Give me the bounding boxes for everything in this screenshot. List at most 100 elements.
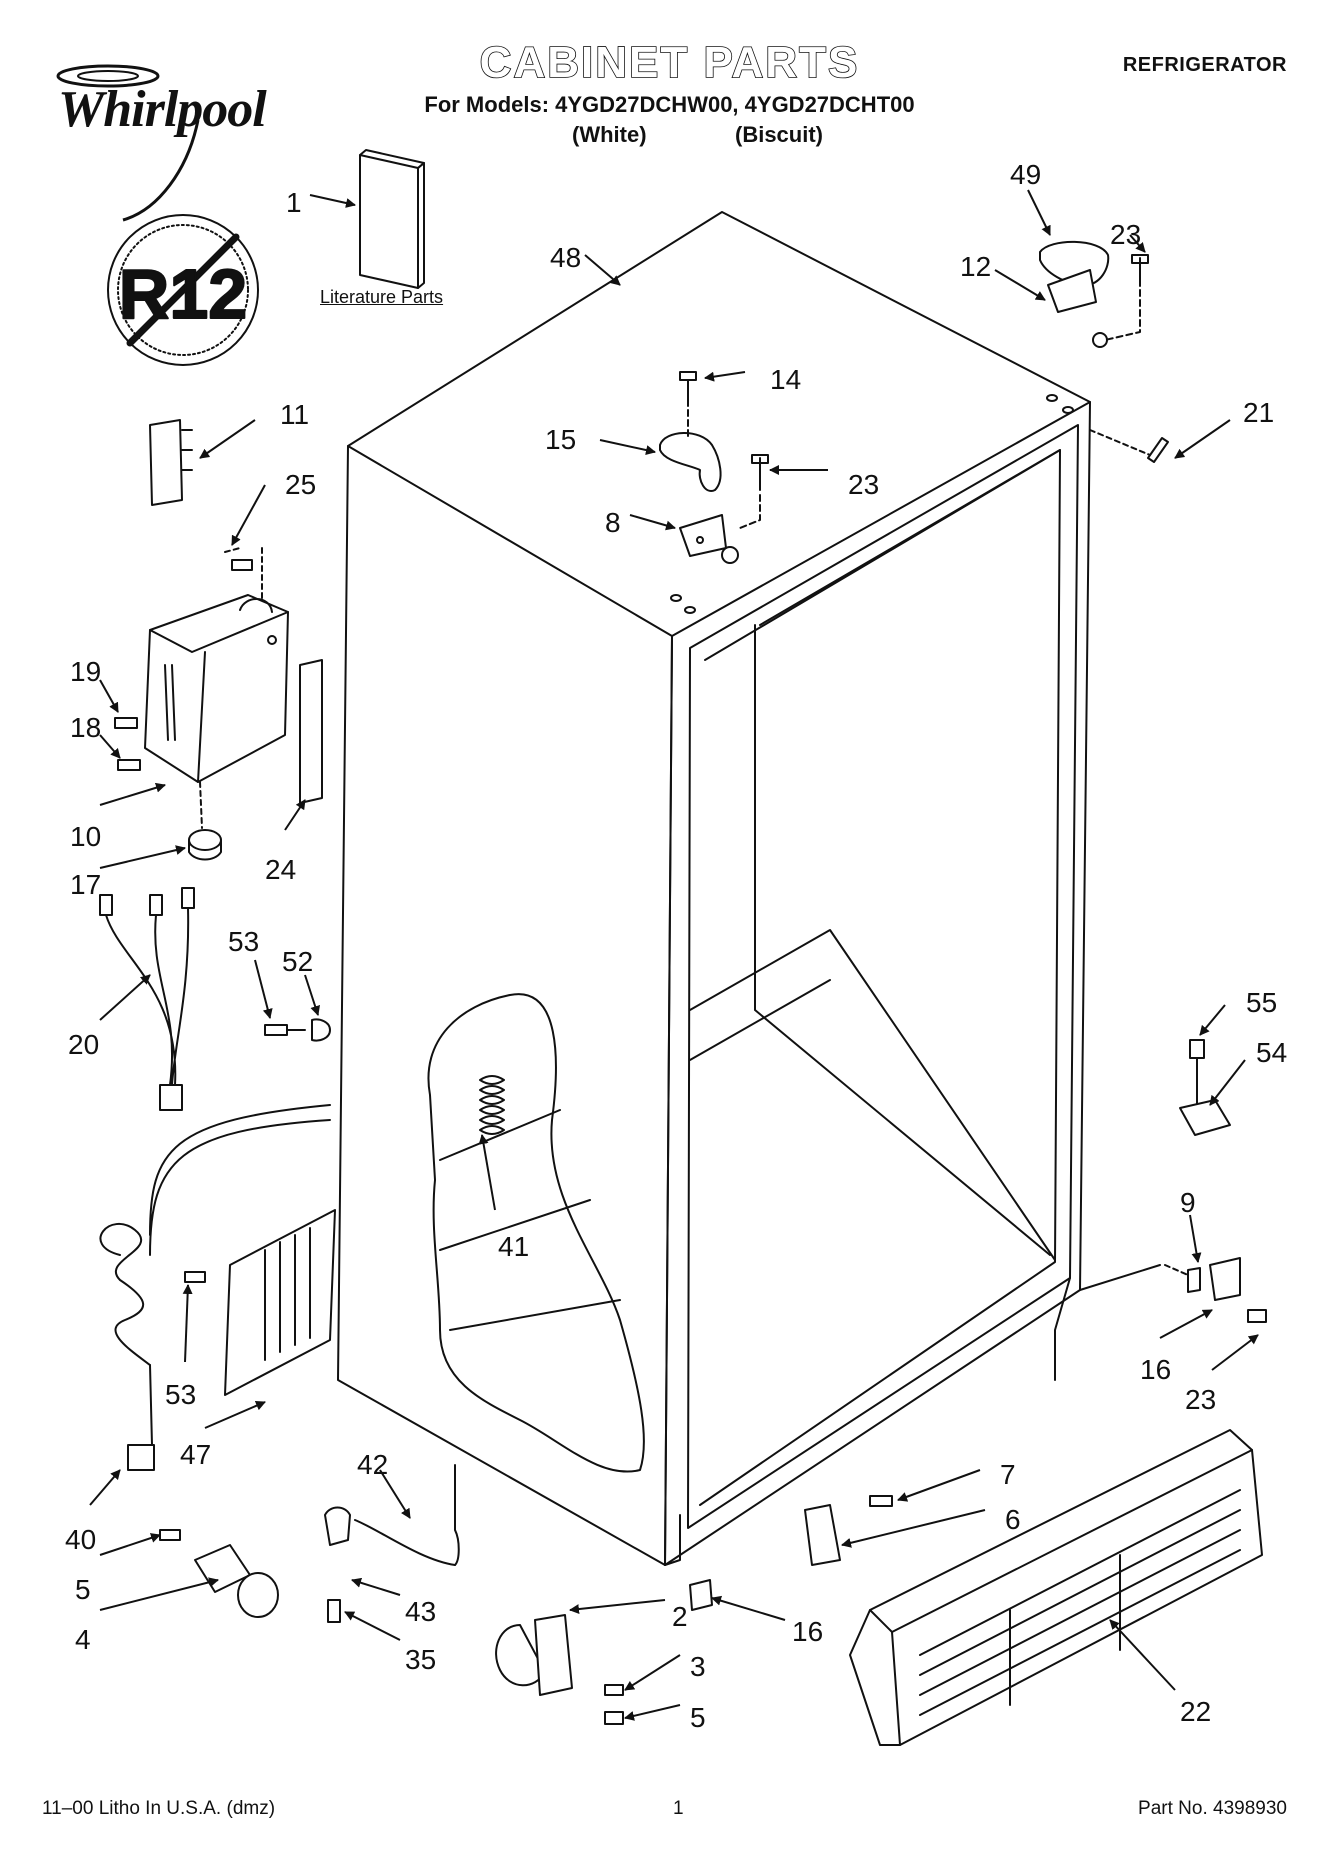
cabinet-shell xyxy=(337,211,1161,1566)
callout-2: 2 xyxy=(672,1601,688,1632)
callout-43: 43 xyxy=(405,1596,436,1627)
callout-leader-19 xyxy=(99,679,119,713)
callout-leader-9 xyxy=(1189,1214,1202,1263)
variant-biscuit: (Biscuit) xyxy=(735,122,823,147)
callout-leader-2 xyxy=(569,1599,666,1615)
callout-leader-47 xyxy=(204,1400,266,1429)
callout-11: 11 xyxy=(280,399,309,430)
callout-leader-53 xyxy=(182,1284,193,1363)
callout-leader-52 xyxy=(304,974,320,1016)
callout-6: 6 xyxy=(1005,1504,1021,1535)
callout-10: 10 xyxy=(70,821,101,852)
callout-leader-22 xyxy=(1109,1619,1176,1691)
callout-leader-8 xyxy=(629,514,676,531)
footer-litho: 11–00 Litho In U.S.A. (dmz) xyxy=(42,1798,276,1819)
brand-logo: Whirlpool xyxy=(58,81,267,138)
callout-leader-12 xyxy=(994,269,1046,301)
callout-12: 12 xyxy=(960,251,991,282)
callout-leader-1 xyxy=(309,194,356,208)
callout-14: 14 xyxy=(770,364,801,395)
callout-4: 4 xyxy=(75,1624,91,1655)
callout-48: 48 xyxy=(550,242,581,273)
no-r12-symbol: R12 xyxy=(107,214,259,366)
callout-leader-54 xyxy=(1209,1059,1246,1106)
callout-leader-10 xyxy=(99,782,166,806)
control-box xyxy=(114,547,323,861)
callout-leader-49 xyxy=(1027,189,1051,236)
callout-leader-7 xyxy=(897,1469,981,1502)
callout-8: 8 xyxy=(605,507,621,538)
callout-3: 3 xyxy=(690,1651,706,1682)
callout-52: 52 xyxy=(282,946,313,977)
callout-leader-55 xyxy=(1199,1004,1226,1036)
callout-53: 53 xyxy=(165,1379,196,1410)
callout-leader-18 xyxy=(99,734,121,759)
callout-leader-43 xyxy=(351,1577,401,1596)
callout-47: 47 xyxy=(180,1439,211,1470)
callout-35: 35 xyxy=(405,1644,436,1675)
footer-part-number: Part No. 4398930 xyxy=(1138,1798,1287,1819)
callout-leader-5 xyxy=(99,1533,161,1556)
callout-49: 49 xyxy=(1010,159,1041,190)
callout-leader-35 xyxy=(344,1611,401,1641)
callout-leader-14 xyxy=(704,371,746,382)
callout-5: 5 xyxy=(75,1574,91,1605)
callout-53: 53 xyxy=(228,926,259,957)
callout-leader-24 xyxy=(284,799,306,831)
callout-leader-48 xyxy=(584,254,621,286)
callout-18: 18 xyxy=(70,712,101,743)
base-grille xyxy=(849,1429,1263,1746)
callout-7: 7 xyxy=(1000,1459,1016,1490)
callout-25: 25 xyxy=(285,469,316,500)
callout-leader-25 xyxy=(231,484,266,546)
callout-1: 1 xyxy=(286,187,302,218)
callout-leader-20 xyxy=(99,974,151,1021)
callout-leader-5 xyxy=(624,1704,681,1721)
callout-20: 20 xyxy=(68,1029,99,1060)
category-label: REFRIGERATOR xyxy=(1122,54,1287,76)
callout-55: 55 xyxy=(1246,987,1277,1018)
callout-leader-11 xyxy=(199,419,256,459)
literature-parts-label: Literature Parts xyxy=(320,287,444,307)
callout-leader-17 xyxy=(99,845,186,869)
page-title: CABINET PARTS xyxy=(479,37,860,88)
callout-42: 42 xyxy=(357,1449,388,1480)
callout-40: 40 xyxy=(65,1524,96,1555)
callout-19: 19 xyxy=(70,656,101,687)
callout-41: 41 xyxy=(498,1231,529,1262)
models-line: For Models: 4YGD27DCHW00, 4YGD27DCHT00 xyxy=(424,92,915,117)
top-hinge-right xyxy=(1039,240,1149,414)
callout-leader-23 xyxy=(1129,234,1146,253)
callout-24: 24 xyxy=(265,854,296,885)
callout-leader-15 xyxy=(599,439,656,455)
callout-leader-16 xyxy=(711,1595,786,1621)
top-hinge-center xyxy=(659,371,769,614)
callout-54: 54 xyxy=(1256,1037,1287,1068)
whirlpool-swirl-logo xyxy=(56,64,200,222)
callout-23: 23 xyxy=(1110,219,1141,250)
callout-leader-6 xyxy=(841,1509,986,1548)
callout-leader-41 xyxy=(478,1134,496,1211)
variant-white: (White) xyxy=(572,122,647,147)
callout-leader-42 xyxy=(379,1469,411,1519)
callout-leader-3 xyxy=(624,1654,681,1691)
callout-leader-40 xyxy=(89,1469,121,1506)
callout-17: 17 xyxy=(70,869,101,900)
callout-21: 21 xyxy=(1243,397,1274,428)
callout-9: 9 xyxy=(1180,1187,1196,1218)
callout-leader-16 xyxy=(1159,1309,1213,1339)
callout-16: 16 xyxy=(1140,1354,1171,1385)
callout-23: 23 xyxy=(1185,1384,1216,1415)
callout-leader-4 xyxy=(99,1577,219,1611)
callout-5: 5 xyxy=(690,1702,706,1733)
callout-15: 15 xyxy=(545,424,576,455)
callout-leader-23 xyxy=(1211,1334,1259,1371)
callout-leader-21 xyxy=(1174,419,1231,459)
no-r12-text: R12 xyxy=(119,255,247,333)
callout-leader-53 xyxy=(254,959,273,1019)
callout-22: 22 xyxy=(1180,1696,1211,1727)
callout-16: 16 xyxy=(792,1616,823,1647)
footer-page-number: 1 xyxy=(673,1798,684,1819)
callout-23: 23 xyxy=(848,469,879,500)
